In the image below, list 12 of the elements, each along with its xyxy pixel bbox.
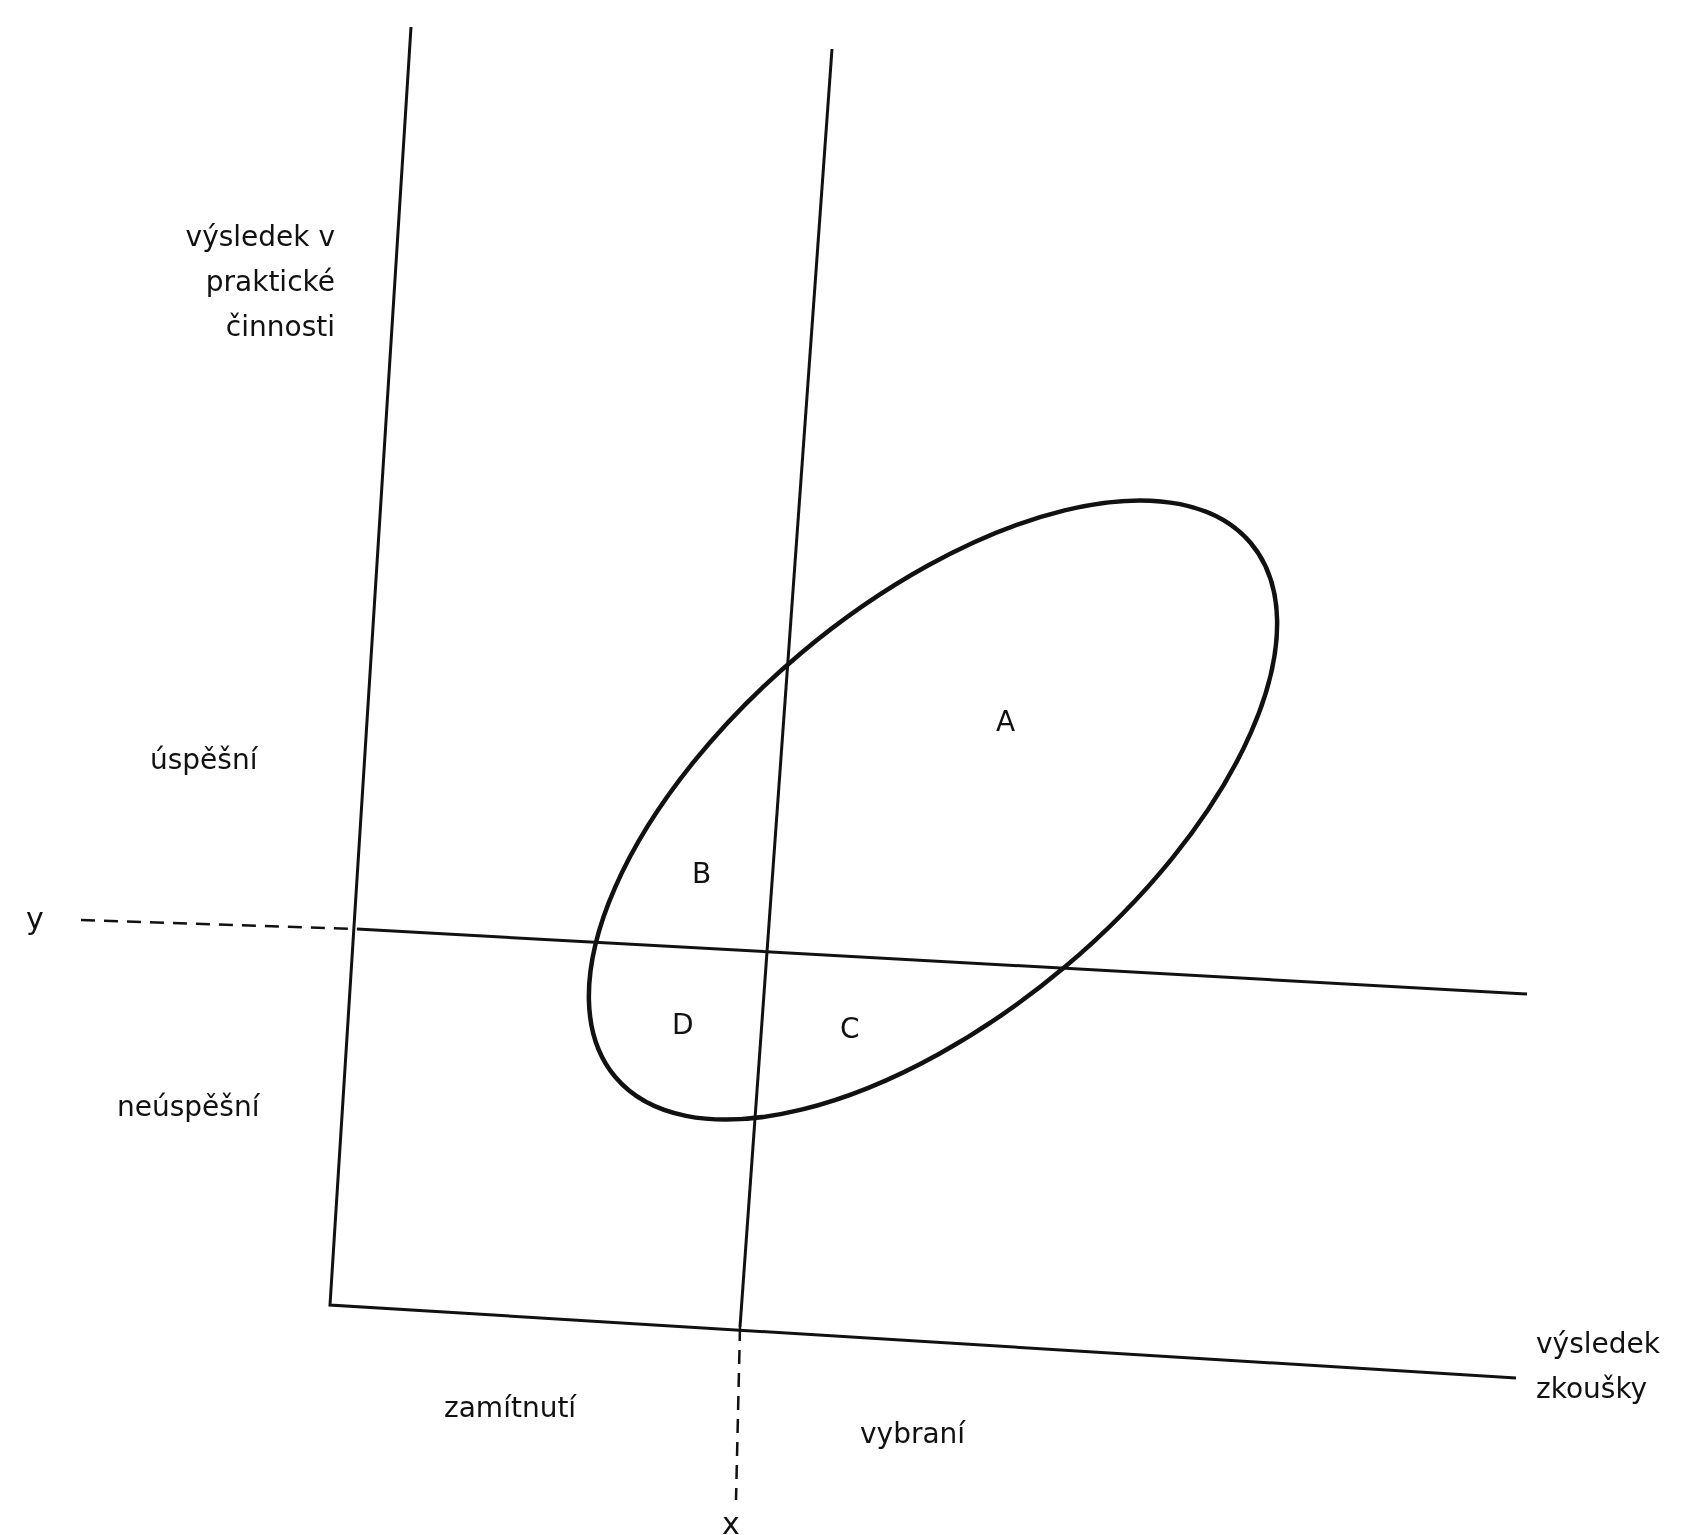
region-letter: B: [692, 856, 712, 892]
category-label: vybraní: [860, 1416, 966, 1452]
axis-letter: y: [26, 900, 44, 938]
axis-title: výsledek zkoušky: [1536, 1326, 1661, 1407]
region-letter: D: [672, 1007, 694, 1043]
category-label: neúspěšní: [117, 1089, 260, 1125]
category-label: úspěšní: [150, 742, 258, 778]
category-label: zamítnutí: [444, 1390, 577, 1426]
region-letter: A: [996, 704, 1016, 740]
axis-letter: x: [722, 1505, 740, 1535]
axis-title: výsledek v praktické činnosti: [184, 219, 335, 345]
region-letter: C: [840, 1011, 860, 1047]
